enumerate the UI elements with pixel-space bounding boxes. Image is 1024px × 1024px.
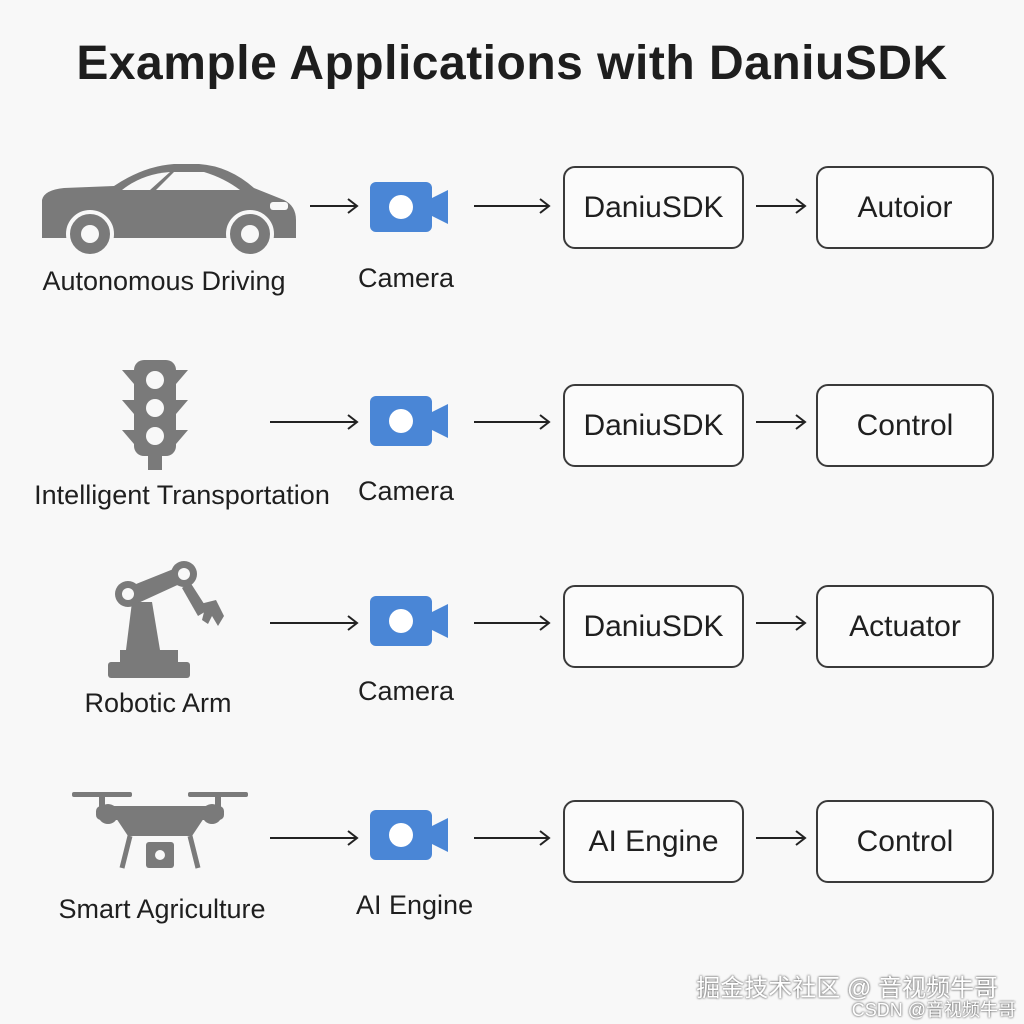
watermark-small: CSDN @音视频牛哥 [851, 1000, 1016, 1020]
row-label-intelligent-transportation: Intelligent Transportation [34, 480, 330, 510]
page-title: Example Applications with DaniuSDK [76, 37, 948, 90]
pipeline-box-middle: AI Engine [563, 800, 744, 883]
drone-icon [72, 788, 248, 888]
robotic-arm-icon [104, 558, 228, 680]
arrow [270, 828, 360, 848]
arrow [270, 613, 360, 633]
traffic-light-icon [120, 358, 190, 470]
source-label: AI Engine [356, 890, 474, 920]
pipeline-box-end: Actuator [816, 585, 994, 668]
source-label: Camera [358, 676, 455, 706]
arrow [756, 613, 808, 633]
camera-icon [370, 396, 450, 448]
car-icon [34, 160, 298, 256]
source-label: Camera [358, 476, 455, 506]
arrow [474, 828, 552, 848]
camera-icon [370, 596, 450, 648]
arrow [474, 196, 552, 216]
arrow [756, 196, 808, 216]
pipeline-box-middle: DaniuSDK [563, 166, 744, 249]
row-label-autonomous-driving: Autonomous Driving [42, 266, 286, 296]
source-label: Camera [358, 263, 455, 293]
pipeline-box-end: Control [816, 800, 994, 883]
watermark: 掘金技术社区 @ 音视频牛哥 [696, 975, 998, 1002]
camera-icon [370, 810, 450, 862]
pipeline-box-end: Control [816, 384, 994, 467]
camera-icon [370, 182, 450, 234]
pipeline-box-middle: DaniuSDK [563, 585, 744, 668]
arrow [270, 412, 360, 432]
arrow [756, 828, 808, 848]
pipeline-box-middle: DaniuSDK [563, 384, 744, 467]
row-label-smart-agriculture: Smart Agriculture [58, 894, 266, 924]
pipeline-box-end: Autoior [816, 166, 994, 249]
arrow [474, 613, 552, 633]
arrow [310, 196, 360, 216]
row-label-robotic-arm: Robotic Arm [84, 688, 232, 718]
arrow [474, 412, 552, 432]
arrow [756, 412, 808, 432]
